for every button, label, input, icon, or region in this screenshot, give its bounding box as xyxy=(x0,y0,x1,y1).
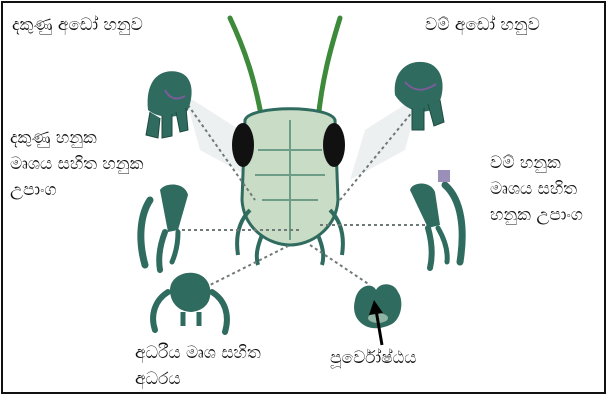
antenna-right xyxy=(318,18,340,120)
leader-labrum xyxy=(310,245,370,285)
compound-eye-left xyxy=(232,123,254,167)
right-mandible-part xyxy=(146,71,192,138)
antenna-left xyxy=(230,18,262,120)
grasshopper-head xyxy=(232,109,345,265)
label-right-maxilla: දකුණු හනුක මෘශය සහිත හනුක උපාංග xyxy=(10,125,143,203)
compound-eye-right xyxy=(323,123,345,167)
left-maxilla-part xyxy=(410,170,462,268)
leader-left-mandible xyxy=(340,105,418,200)
label-labium: අධරීය මෘශ සහිත අධරය xyxy=(135,340,261,392)
label-left-maxilla: වම් හනුක මෘශය සහිත හනුක උපාංග xyxy=(490,150,583,228)
label-left-mandible: වම් අඩෝ හනුව xyxy=(425,12,540,38)
label-right-mandible: දකුණු අඩෝ හනුව xyxy=(12,12,143,38)
labium-part xyxy=(153,273,227,332)
right-maxilla-part xyxy=(141,185,188,270)
label-labrum: පූර්වෝෂ්ඨය xyxy=(330,345,416,371)
leader-labium xyxy=(200,245,290,290)
